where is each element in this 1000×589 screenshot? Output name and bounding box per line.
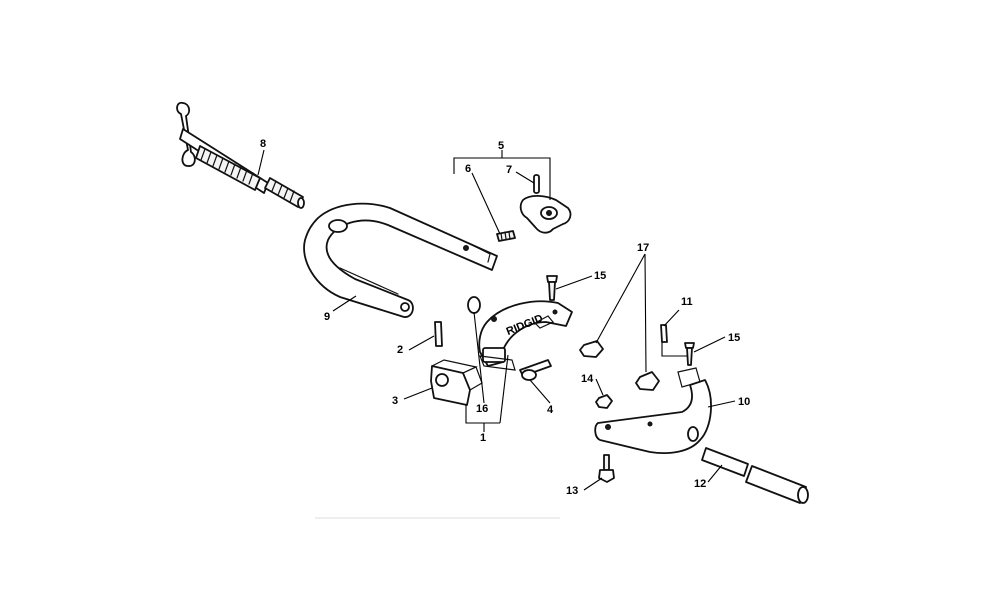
part-1-cutter-head: RIDGID [478,300,573,371]
part-13-bolt [598,454,615,483]
callout-2: 2 [397,344,403,356]
callout-16: 16 [476,403,488,415]
callout-9: 9 [324,311,330,323]
part-5-cutter-assembly [519,174,572,234]
part-17-nut-right [635,371,660,391]
part-15-screw-upper [546,275,558,301]
callout-6: 6 [465,163,471,175]
callout-10: 10 [738,396,750,408]
part-2-pin [434,321,443,347]
callout-8: 8 [260,138,266,150]
callout-15-upper: 15 [594,270,606,282]
callout-4: 4 [547,404,554,416]
part-14-nut [595,394,613,409]
callout-15-lower: 15 [728,332,740,344]
callout-5: 5 [498,140,504,152]
callout-17: 17 [637,242,649,254]
part-11-pin [660,324,668,343]
part-16-washer [467,296,481,314]
part-4-pin [519,359,552,381]
part-10-ring [594,367,712,454]
leader-lines [257,149,736,491]
callout-12: 12 [694,478,706,490]
callout-labels: 8 5 6 7 17 15 11 15 9 2 14 3 10 16 4 1 1… [260,138,750,497]
part-12-rod [701,447,809,504]
callout-13: 13 [566,485,578,497]
callout-1: 1 [480,432,486,444]
callout-7: 7 [506,164,512,176]
callout-11: 11 [681,296,693,308]
callout-3: 3 [392,395,398,407]
part-8-feed-screw [176,101,305,209]
part-17-nut-left [579,340,604,358]
part-6-spring [496,230,516,242]
part-15-screw-lower [684,342,695,366]
part-3-carriage [430,359,483,406]
callout-14: 14 [581,373,594,385]
part-9-frame [303,202,498,318]
